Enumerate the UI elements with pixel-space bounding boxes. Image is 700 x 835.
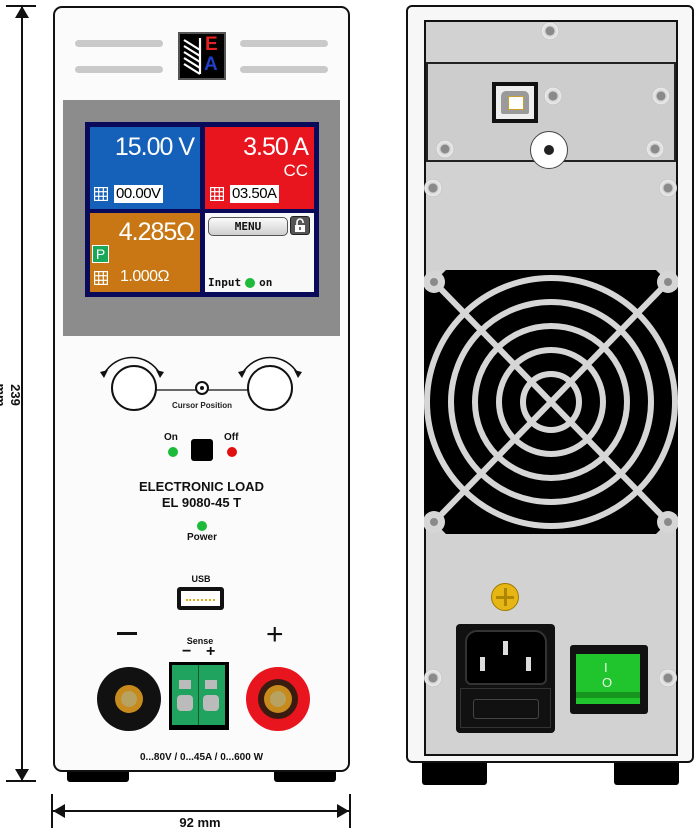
negative-terminal[interactable] <box>97 667 161 731</box>
screw-icon <box>424 669 442 687</box>
vent-slot <box>75 40 163 47</box>
menu-quadrant: MENU Input on <box>205 213 314 292</box>
mains-power-switch[interactable]: I O <box>570 645 648 714</box>
iec-power-inlet[interactable] <box>456 624 555 733</box>
resistance-actual-value: 4.285Ω <box>118 218 195 246</box>
front-foot-left <box>67 772 129 782</box>
input-label: Input <box>208 276 242 289</box>
off-led-icon <box>227 447 237 457</box>
on-led-icon <box>168 447 178 457</box>
menu-button[interactable]: MENU <box>208 217 288 236</box>
resistance-quadrant[interactable]: 4.285Ω P 1.000Ω <box>90 213 200 292</box>
arrow-left-icon <box>53 804 65 818</box>
vent-slot <box>240 66 328 73</box>
keypad-icon[interactable] <box>94 271 108 285</box>
usb-label: USB <box>191 574 211 584</box>
device-title: ELECTRONIC LOAD <box>139 479 264 494</box>
sense-plus-symbol: + <box>206 643 216 660</box>
resistance-set-value[interactable]: 1.000Ω <box>120 268 170 285</box>
power-label: Power <box>186 532 217 543</box>
minus-symbol <box>117 632 137 635</box>
screw-icon <box>646 140 664 158</box>
input-status: Input on <box>208 276 272 289</box>
voltage-set-value[interactable]: 00.00V <box>114 185 163 203</box>
lock-button[interactable] <box>290 216 310 235</box>
ea-logo: E A <box>178 32 226 80</box>
screw-icon <box>544 87 562 105</box>
switch-on-symbol: I <box>604 660 608 675</box>
vent-slot <box>75 66 163 73</box>
positive-terminal[interactable] <box>246 667 310 731</box>
sense-terminal-block[interactable] <box>169 662 229 730</box>
current-actual-value: 3.50 A <box>243 133 309 161</box>
input-state: on <box>259 276 273 289</box>
ground-screw-icon <box>491 583 519 611</box>
dimension-tick-bottom <box>6 780 36 782</box>
voltage-actual-value: 15.00 V <box>114 133 195 161</box>
cursor-position-icon <box>195 381 209 395</box>
power-mode-badge: P <box>92 245 109 263</box>
arrow-down-icon <box>15 769 29 781</box>
rating-label: 0...80V / 0...45A / 0...600 W <box>139 752 264 763</box>
voltage-quadrant[interactable]: 15.00 V 00.00V <box>90 127 200 209</box>
cursor-position-label: Cursor Position <box>171 401 232 410</box>
knob-arrows <box>100 356 302 391</box>
right-rotary-knob[interactable] <box>247 365 293 411</box>
front-foot-right <box>274 772 336 782</box>
height-dimension-label: 239 mm <box>0 383 23 407</box>
current-quadrant[interactable]: 3.50 A CC 03.50A <box>205 127 314 209</box>
plus-symbol: + <box>266 618 284 651</box>
height-dimension-line <box>21 6 23 780</box>
fan-guard-icon <box>423 270 679 534</box>
usb-a-port[interactable] <box>177 587 224 610</box>
fuse-holder[interactable] <box>460 688 551 728</box>
screw-icon <box>659 669 677 687</box>
rear-foot-right <box>614 763 679 785</box>
keypad-icon[interactable] <box>210 187 224 201</box>
usb-b-port[interactable] <box>492 82 538 123</box>
rear-foot-left <box>422 763 487 785</box>
off-label: Off <box>224 432 239 443</box>
arrow-up-icon <box>15 6 29 18</box>
screw-icon <box>436 140 454 158</box>
screw-icon <box>424 179 442 197</box>
screw-icon <box>541 22 559 40</box>
input-on-off-button[interactable] <box>191 439 213 461</box>
screw-icon <box>652 87 670 105</box>
on-label: On <box>164 432 178 443</box>
input-led-icon <box>245 277 256 288</box>
logo-stripes-icon <box>183 38 202 75</box>
dimension-tick-right <box>349 794 351 828</box>
ground-socket[interactable] <box>530 131 568 169</box>
vent-slot <box>240 40 328 47</box>
arrow-right-icon <box>337 804 349 818</box>
sense-minus-symbol: − <box>182 643 192 660</box>
logo-letter-a: A <box>204 54 218 75</box>
regulation-mode: CC <box>283 161 308 180</box>
power-led-icon <box>197 521 207 531</box>
switch-off-symbol: O <box>602 675 613 690</box>
current-set-value[interactable]: 03.50A <box>230 185 279 203</box>
rocker-face: I O <box>576 654 640 704</box>
touch-display[interactable]: 15.00 V 00.00V 3.50 A CC 03.50A 4.285Ω P… <box>85 122 319 297</box>
width-dimension-label: 92 mm <box>179 815 221 830</box>
unlocked-padlock-icon <box>295 218 305 232</box>
sense-label: Sense <box>186 636 214 646</box>
fan-grille <box>423 270 679 534</box>
device-model: EL 9080-45 T <box>161 495 242 510</box>
logo-letter-e: E <box>205 34 218 55</box>
screw-icon <box>659 179 677 197</box>
keypad-icon[interactable] <box>94 187 108 201</box>
width-dimension-line <box>52 810 350 812</box>
left-rotary-knob[interactable] <box>111 365 157 411</box>
